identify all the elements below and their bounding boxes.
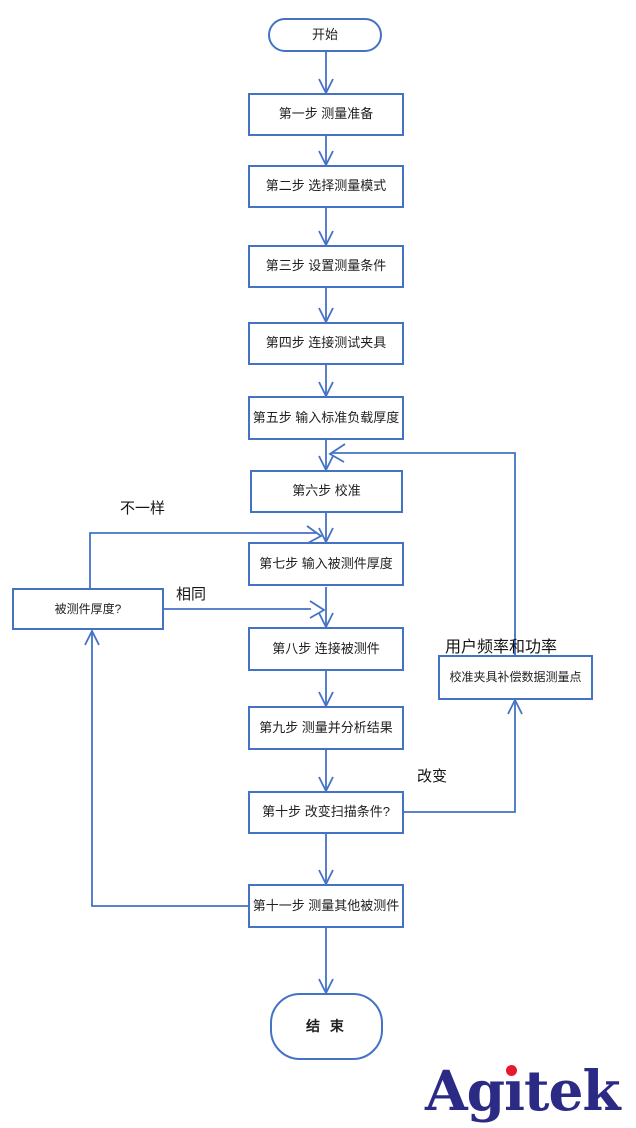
edge-label-user-freq-power: 用户频率和功率: [445, 639, 558, 656]
edge-decision-same-step8: [164, 600, 326, 619]
step-9-node: 第九步 测量并分析结果: [248, 706, 404, 750]
edge-step1-step2: [318, 136, 334, 168]
step-6-node: 第六步 校准: [250, 470, 403, 513]
end-node: 结 束: [270, 993, 383, 1060]
decision-node: 被测件厚度?: [12, 588, 164, 630]
step-4-node: 第四步 连接测试夹具: [248, 322, 404, 365]
edge-step11-decision: [84, 628, 248, 907]
edge-compensation-step6: [328, 443, 516, 655]
edge-step9-step10: [318, 750, 334, 794]
step-1-node: 第一步 测量准备: [248, 93, 404, 136]
edge-step11-end: [318, 928, 334, 996]
step-10-node: 第十步 改变扫描条件?: [248, 791, 404, 834]
step-5-node: 第五步 输入标准负载厚度: [248, 396, 404, 440]
step-7-node: 第七步 输入被测件厚度: [248, 542, 404, 586]
edge-step7-step8: [318, 587, 334, 630]
edge-step4-step5: [318, 365, 334, 399]
step-2-node: 第二步 选择测量模式: [248, 165, 404, 208]
edge-label-same: 相同: [176, 586, 207, 603]
edge-start-step1: [318, 52, 334, 96]
step-3-node: 第三步 设置测量条件: [248, 245, 404, 288]
edge-label-different: 不一样: [120, 500, 166, 517]
edge-step2-step3: [318, 208, 334, 248]
edge-step10-step11: [318, 834, 334, 887]
edge-step8-step9: [318, 671, 334, 709]
compensation-node: 校准夹具补偿数据测量点: [438, 655, 593, 700]
logo-i-dot: [506, 1065, 518, 1076]
edge-step10-compensation: [404, 697, 523, 813]
start-node: 开始: [268, 18, 382, 52]
edge-decision-different-step7: [89, 525, 323, 588]
edge-label-change: 改变: [417, 768, 448, 785]
logo-text-post: tek: [524, 1058, 621, 1123]
logo-text-pre: Ag: [425, 1058, 505, 1123]
step-8-node: 第八步 连接被测件: [248, 627, 404, 671]
step-11-node: 第十一步 测量其他被测件: [248, 884, 404, 928]
logo-letter-i: ı: [504, 1058, 525, 1123]
edge-step3-step4: [318, 288, 334, 325]
edge-step6-step7: [318, 513, 334, 545]
